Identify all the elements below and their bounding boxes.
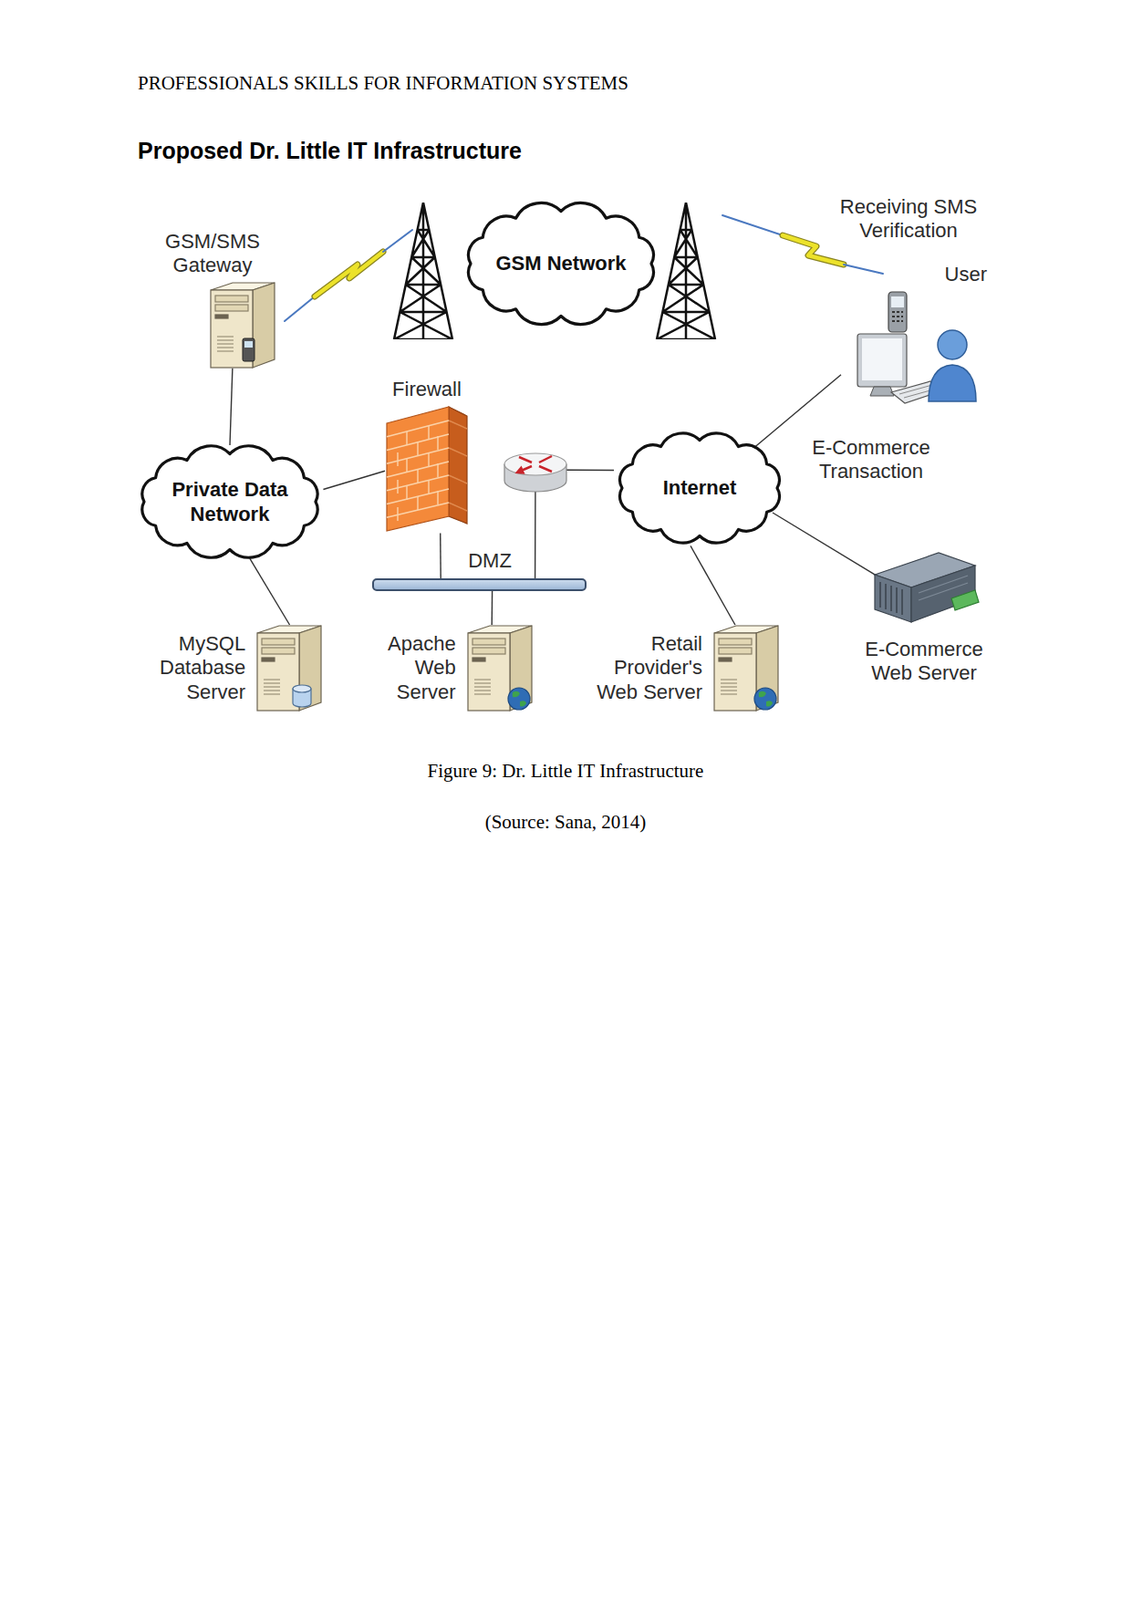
- device-label: Retail Provider's Web Server: [588, 632, 703, 705]
- network-cloud: GSM Network: [456, 197, 665, 331]
- router-symbol: [504, 453, 567, 492]
- cloud-label: GSM Network: [488, 251, 634, 276]
- cloud-outline: [142, 446, 318, 558]
- device-label: User: [841, 262, 987, 287]
- network-cloud: Internet: [608, 426, 791, 551]
- wireless-link: [284, 229, 413, 322]
- device-label: Firewall: [384, 377, 469, 402]
- device-icon: [384, 405, 469, 533]
- device-icon-part: [508, 687, 530, 710]
- network-link: [229, 368, 233, 446]
- device-icon: [841, 290, 987, 418]
- device-label: MySQL Database Server: [159, 632, 246, 705]
- device-label: GSM/SMS Gateway: [162, 229, 263, 279]
- running-header: PROFESSIONALS SKILLS FOR INFORMATION SYS…: [137, 72, 629, 95]
- device-icon: [867, 547, 982, 634]
- device-icon: [209, 281, 276, 369]
- figure-caption: Figure 9: Dr. Little IT Infrastructure: [427, 759, 705, 783]
- network-link: [772, 512, 876, 575]
- device-icon-part: [714, 625, 779, 711]
- network-link: [491, 591, 494, 625]
- device-label: E-Commerce Web Server: [860, 637, 988, 686]
- device-icon-part: [386, 406, 468, 531]
- network-cloud: Private Data Network: [130, 440, 330, 564]
- network-link: [322, 470, 385, 489]
- cloud-label: Internet: [644, 476, 755, 500]
- device-icon-part: [210, 282, 275, 368]
- device-icon-part: [857, 291, 977, 404]
- sms-note: Receiving SMS Verification: [830, 195, 987, 244]
- device-label: Apache Web Server: [387, 632, 457, 705]
- device-label: DMZ: [467, 549, 512, 573]
- network-link: [690, 545, 736, 625]
- page-title: Proposed Dr. Little IT Infrastructure: [137, 137, 522, 165]
- web-server: Apache Web Server: [387, 624, 533, 712]
- network-link: [439, 532, 442, 579]
- dmz-segment: DMZ: [372, 578, 587, 592]
- device-icon-part: [754, 687, 777, 710]
- database-server: MySQL Database Server: [159, 624, 322, 712]
- firewall-node: Firewall: [384, 377, 469, 533]
- device-icon-part: [257, 625, 322, 711]
- ecommerce-server: E-Commerce Web Server: [860, 547, 988, 686]
- device-icon: [256, 624, 322, 712]
- user-workstation: User: [841, 262, 987, 418]
- network-link: [249, 558, 291, 625]
- wireless-link: [722, 215, 883, 274]
- gateway-server: GSM/SMS Gateway: [162, 229, 276, 369]
- device-icon-part: [242, 338, 255, 362]
- source-note: (Source: Sana, 2014): [485, 810, 647, 834]
- web-server: Retail Provider's Web Server: [588, 624, 779, 712]
- cloud-outline: [620, 433, 780, 543]
- device-icon-part: [467, 625, 532, 711]
- device-icon: [713, 624, 779, 712]
- cloud-outline: [468, 202, 655, 324]
- transaction-note: E-Commerce Transaction: [802, 436, 940, 485]
- radio-tower: [394, 202, 453, 340]
- radio-tower: [656, 202, 716, 340]
- device-icon: [467, 624, 533, 712]
- cloud-label: Private Data Network: [161, 477, 299, 527]
- device-icon-part: [292, 685, 312, 707]
- device-icon-part: [874, 552, 979, 623]
